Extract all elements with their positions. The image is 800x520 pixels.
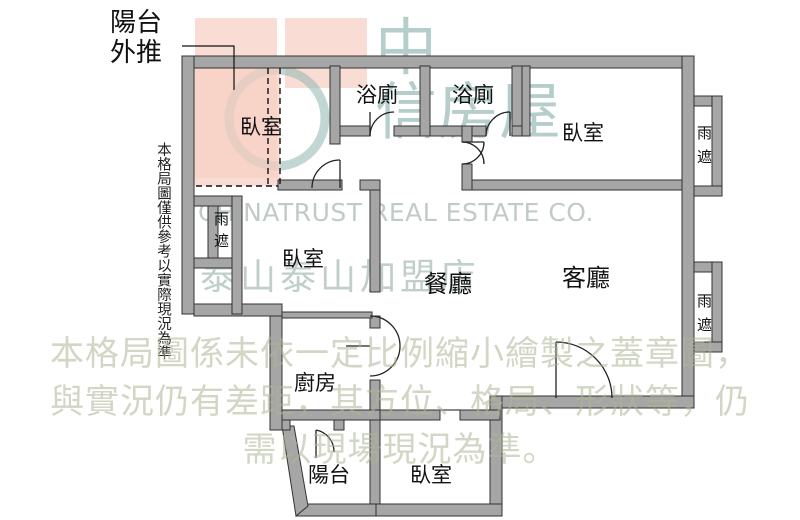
room-label-bath-right: 浴廁	[452, 83, 494, 107]
canopy-label-right-top-1: 雨	[697, 124, 712, 142]
walls	[181, 55, 723, 517]
canopy-label-left-1: 雨	[214, 210, 229, 228]
canopy-label-left-2: 遮	[214, 232, 229, 250]
room-label-dining: 餐廳	[424, 270, 472, 298]
exterior-note: 陽台 外推	[110, 8, 163, 68]
room-label-bedroom-middle: 臥室	[282, 247, 324, 271]
room-label-kitchen: 廚房	[294, 371, 336, 395]
canopy-label-right-bottom-2: 遮	[697, 316, 712, 334]
room-label-bedroom-top-right: 臥室	[562, 121, 604, 145]
room-label-bedroom-top-left: 臥室	[240, 115, 282, 139]
disclaimer-watermark: 本格局圖係未依一定比例縮小繪製之蓋章圖， 與實況仍有差距，其方位、格局、形狀等，…	[50, 334, 750, 470]
brand-english-watermark: CHINATRUST REAL ESTATE CO.	[198, 198, 594, 227]
room-label-balcony: 陽台	[308, 463, 350, 487]
room-label-bedroom-bottom: 臥室	[410, 463, 452, 487]
balcony-extension-area	[194, 66, 280, 186]
exterior-note-leader	[182, 45, 235, 90]
store-name-watermark: 泰山泰山加盟店	[200, 257, 481, 298]
extension-dashed-outline	[196, 68, 281, 187]
canopy-label-right-bottom-1: 雨	[697, 292, 712, 310]
canopy-label-right-top-2: 遮	[697, 148, 712, 166]
room-label-living: 客廳	[562, 264, 610, 292]
door-swings	[311, 111, 613, 458]
room-label-bath-left: 浴廁	[356, 83, 398, 107]
reference-note: 本格局圖僅供參考以實際現況為準	[155, 142, 171, 360]
